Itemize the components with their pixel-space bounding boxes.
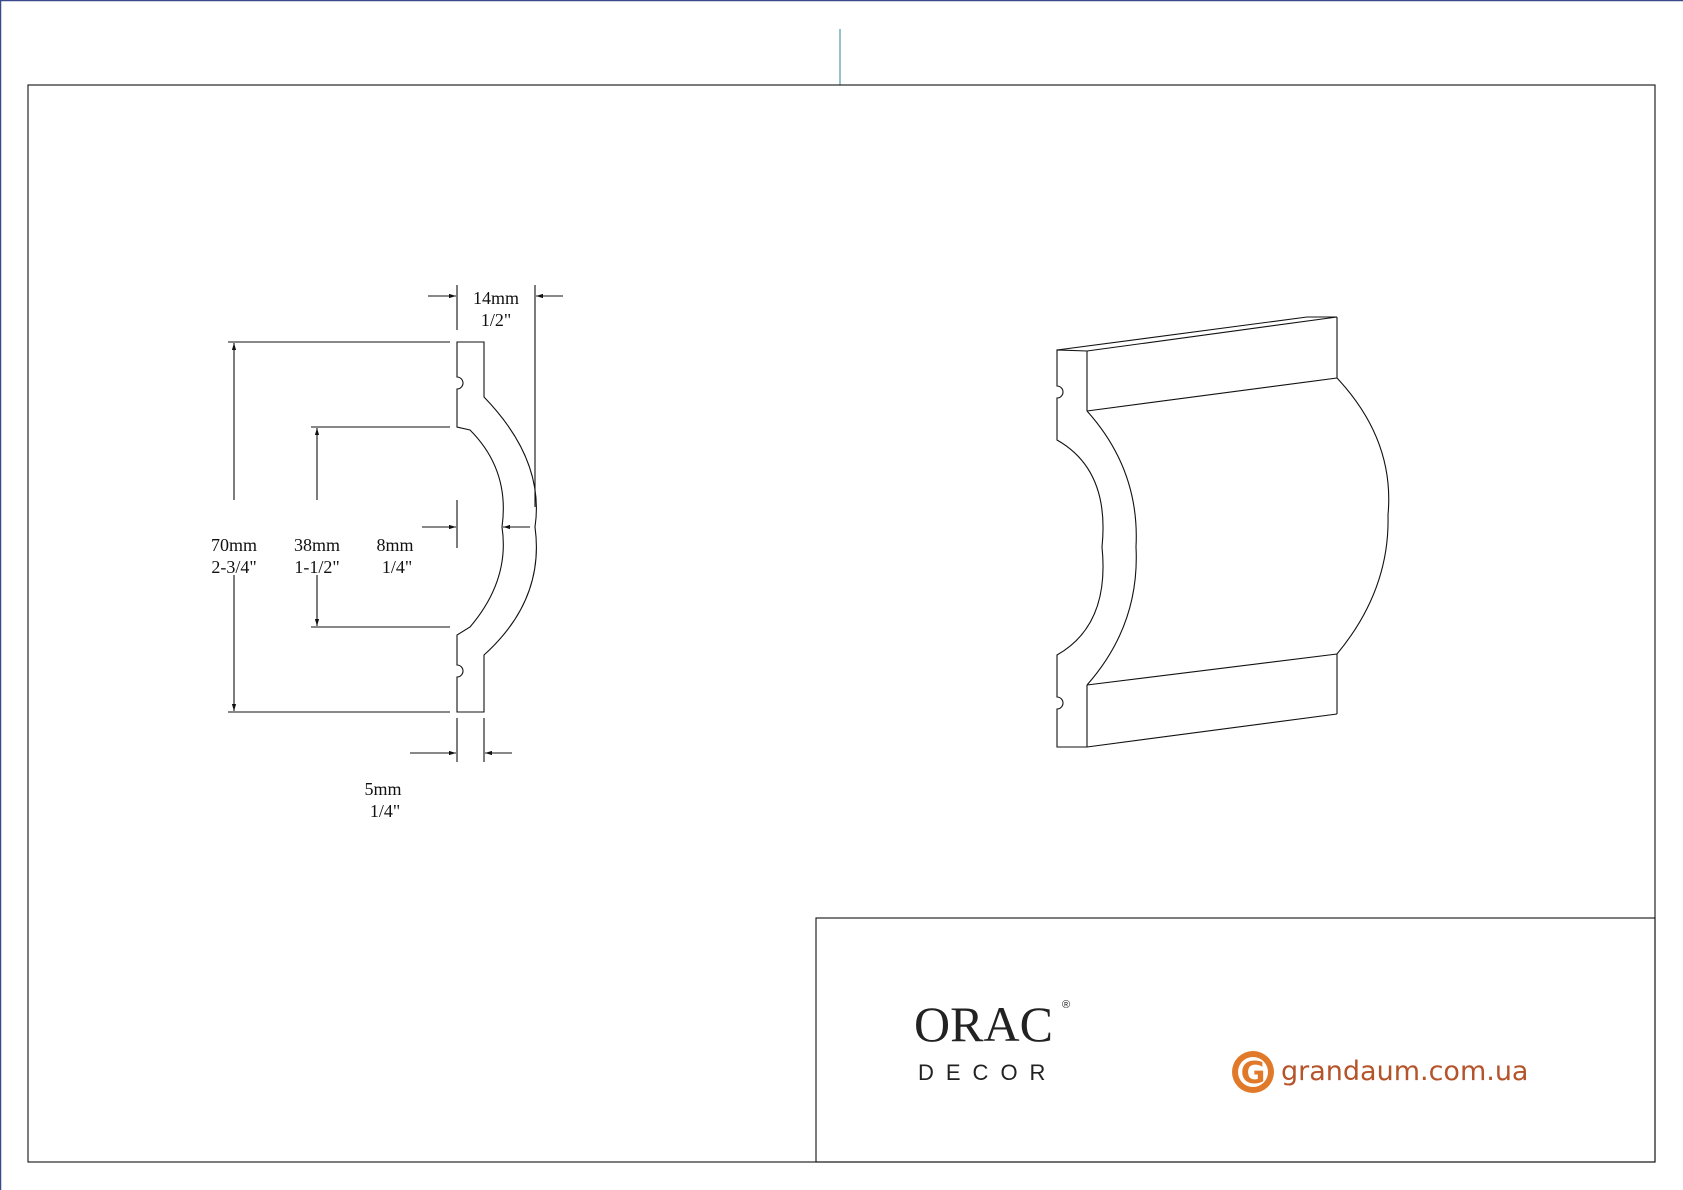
- dim-height-in: 2-3/4": [211, 557, 256, 577]
- dim-depth-in: 1/4": [382, 557, 412, 577]
- grandaum-url: grandaum.com.ua: [1281, 1056, 1528, 1087]
- dim-thickness-in: 1/4": [370, 801, 400, 821]
- drawing-frame: [27, 84, 1656, 1163]
- dim-height-mm: 70mm: [211, 535, 257, 555]
- dim-width-mm: 14mm: [473, 288, 519, 308]
- grandaum-g-letter: G: [1241, 1056, 1266, 1091]
- dimension-lines: [228, 285, 563, 762]
- dim-inner-height-mm: 38mm: [294, 535, 340, 555]
- orac-logo-sub: DECOR: [918, 1060, 1057, 1085]
- grandaum-logo: G grandaum.com.ua: [1232, 1051, 1528, 1093]
- orac-decor-logo: ORAC ® DECOR: [914, 996, 1070, 1085]
- orac-logo-name: ORAC: [914, 996, 1053, 1052]
- dim-width-in: 1/2": [481, 310, 511, 330]
- dim-thickness-mm: 5mm: [364, 779, 401, 799]
- orac-logo-registered-mark: ®: [1062, 999, 1070, 1011]
- isometric-view: [1056, 316, 1390, 748]
- title-block: [815, 917, 1656, 1163]
- profile-section: [456, 341, 537, 713]
- dim-depth-mm: 8mm: [376, 535, 413, 555]
- dim-inner-height-in: 1-1/2": [294, 557, 339, 577]
